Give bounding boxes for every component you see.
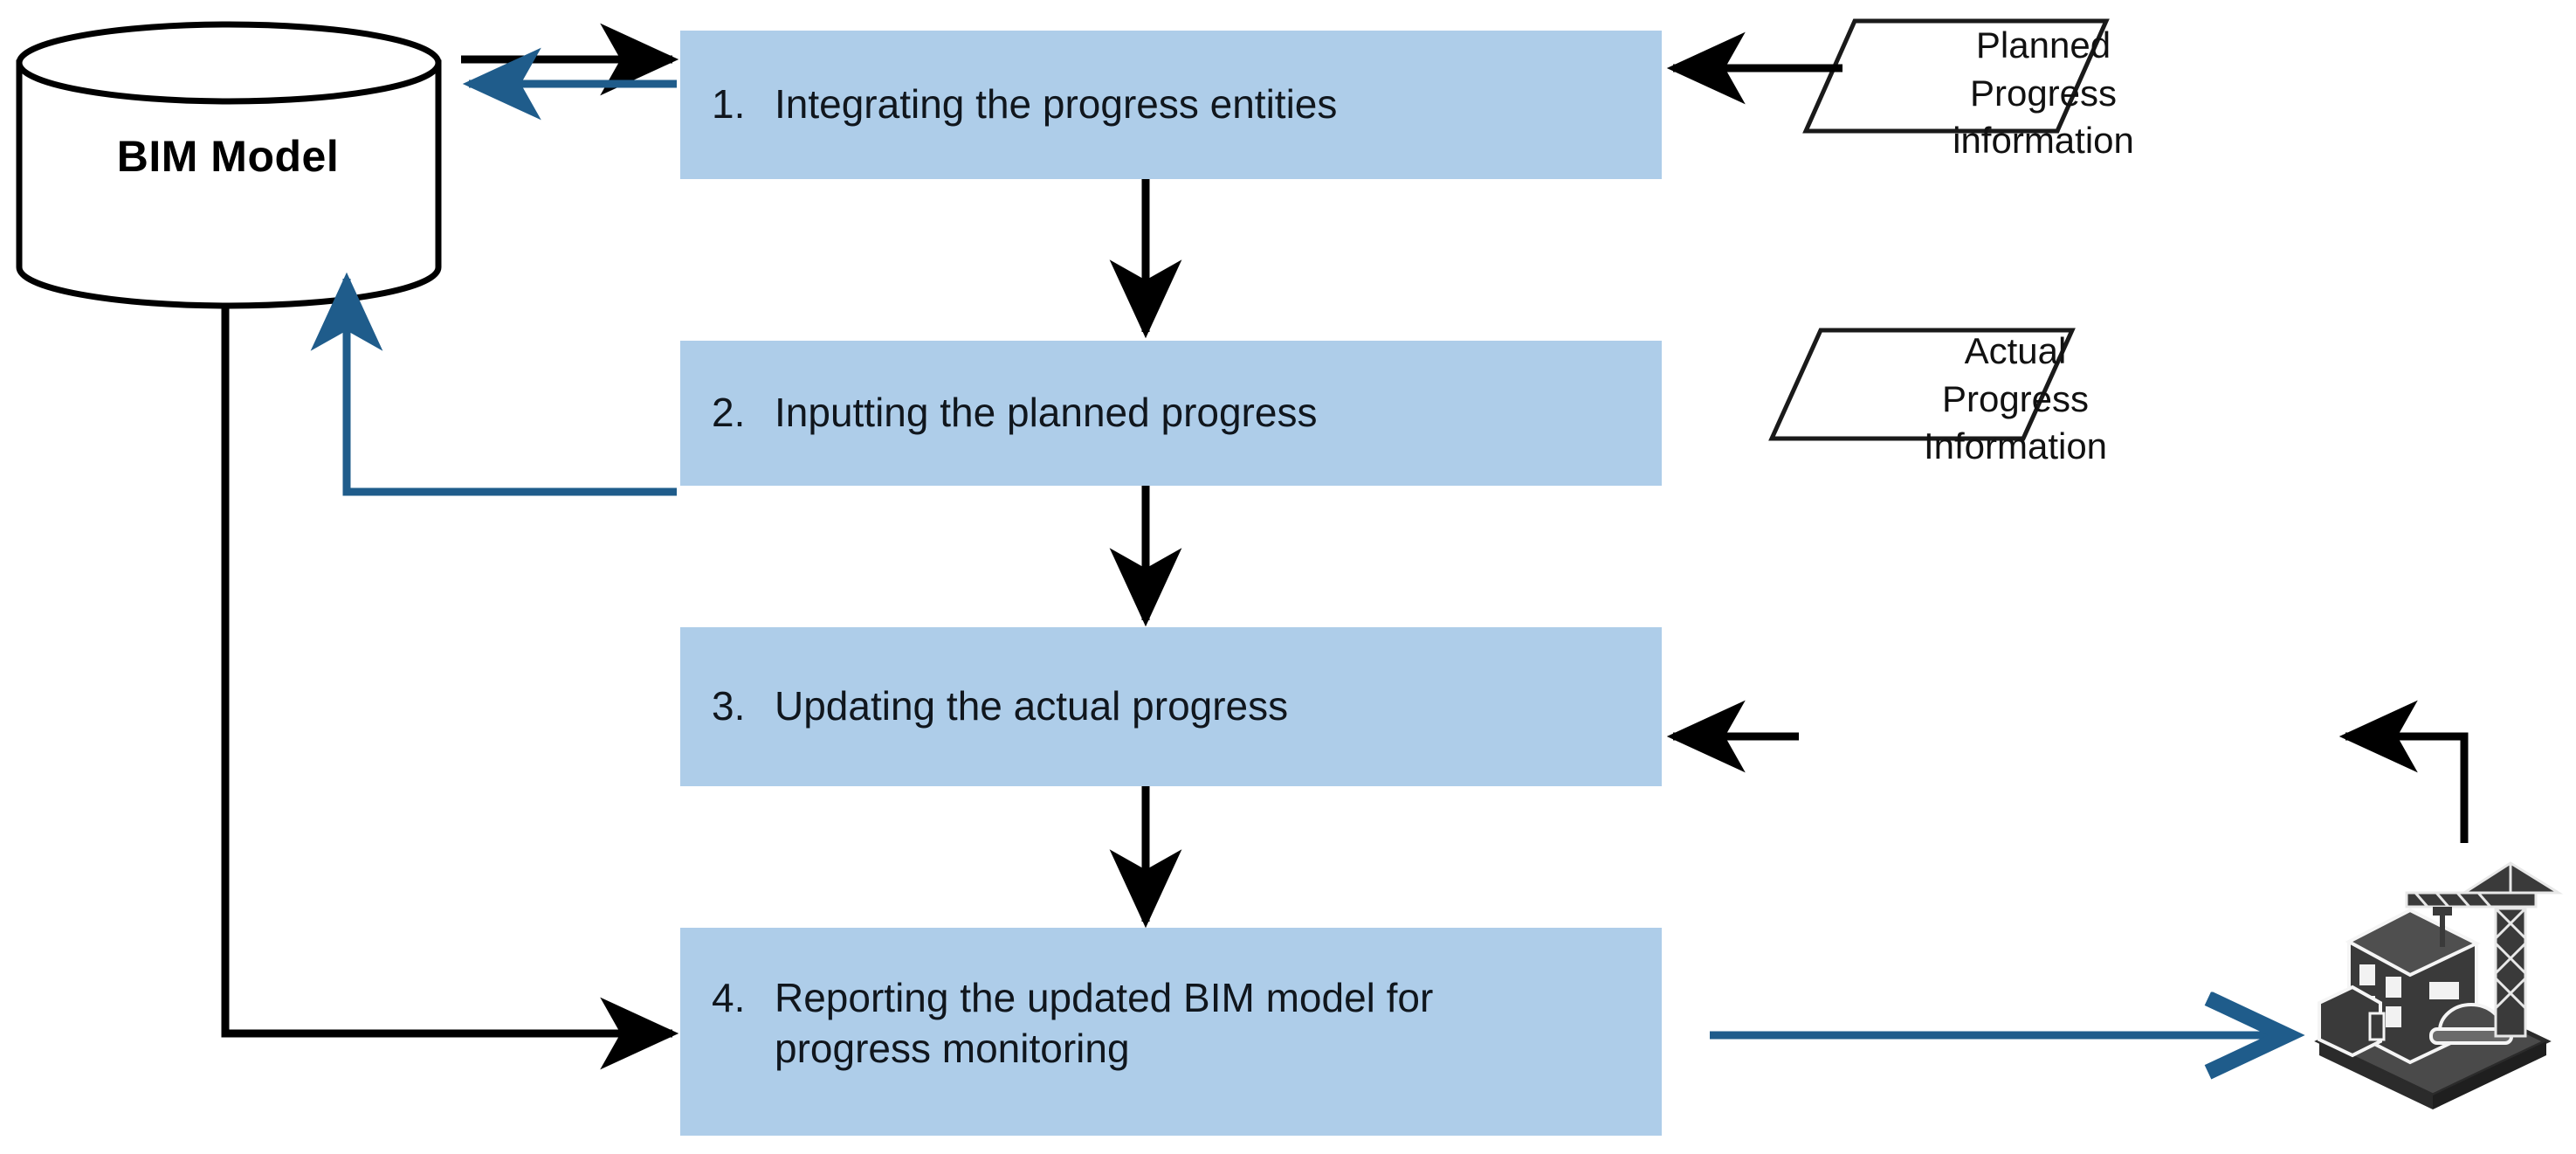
bim-model-label: BIM Model — [116, 132, 340, 181]
process-4-label-line1: Reporting the updated BIM model for — [775, 975, 1434, 1020]
planned-progress-parallelogram — [1764, 14, 2110, 134]
connector-site-to-actual-info — [2338, 700, 2469, 843]
process-3-label: Updating the actual progress — [775, 683, 1289, 729]
process-1-label: Integrating the progress entities — [775, 81, 1338, 128]
process-2-number: 2. — [712, 390, 746, 436]
process-box-4[interactable]: 4. Reporting the updated BIM model for p… — [680, 928, 1662, 1136]
process-2-label: Inputting the planned progress — [775, 390, 1318, 436]
actual-progress-information-label: Actual Progress Information — [1832, 328, 2199, 471]
process-1-number: 1. — [712, 81, 746, 128]
process-box-1[interactable]: 1. Integrating the progress entities — [680, 31, 1662, 179]
process-box-3[interactable]: 3. Updating the actual progress — [680, 627, 1662, 786]
process-4-label: Reporting the updated BIM model for prog… — [775, 928, 1662, 1074]
process-3-number: 3. — [712, 683, 746, 729]
actual-progress-parallelogram — [1768, 328, 2076, 441]
actual-info-line3: Information — [1923, 425, 2108, 467]
process-4-number: 4. — [712, 975, 746, 1020]
actual-info-line2: Progress — [1941, 377, 2090, 419]
process-box-2[interactable]: 2. Inputting the planned progress — [680, 341, 1662, 486]
planned-info-line1: Planned — [1975, 24, 2111, 66]
planned-info-line3: information — [1953, 120, 2134, 162]
construction-site-icon — [2314, 861, 2564, 1109]
actual-info-line1: Actual — [1964, 330, 2067, 371]
connector-cylinder-to-box4 — [221, 306, 679, 1070]
bim-model-cylinder — [16, 21, 442, 309]
planned-info-line2: Progress — [1969, 72, 2118, 114]
process-4-label-line2: progress monitoring — [775, 1025, 1130, 1071]
connector-box3-to-cylinder — [310, 272, 677, 496]
planned-progress-information-label: Planned Progress information — [1860, 22, 2227, 165]
